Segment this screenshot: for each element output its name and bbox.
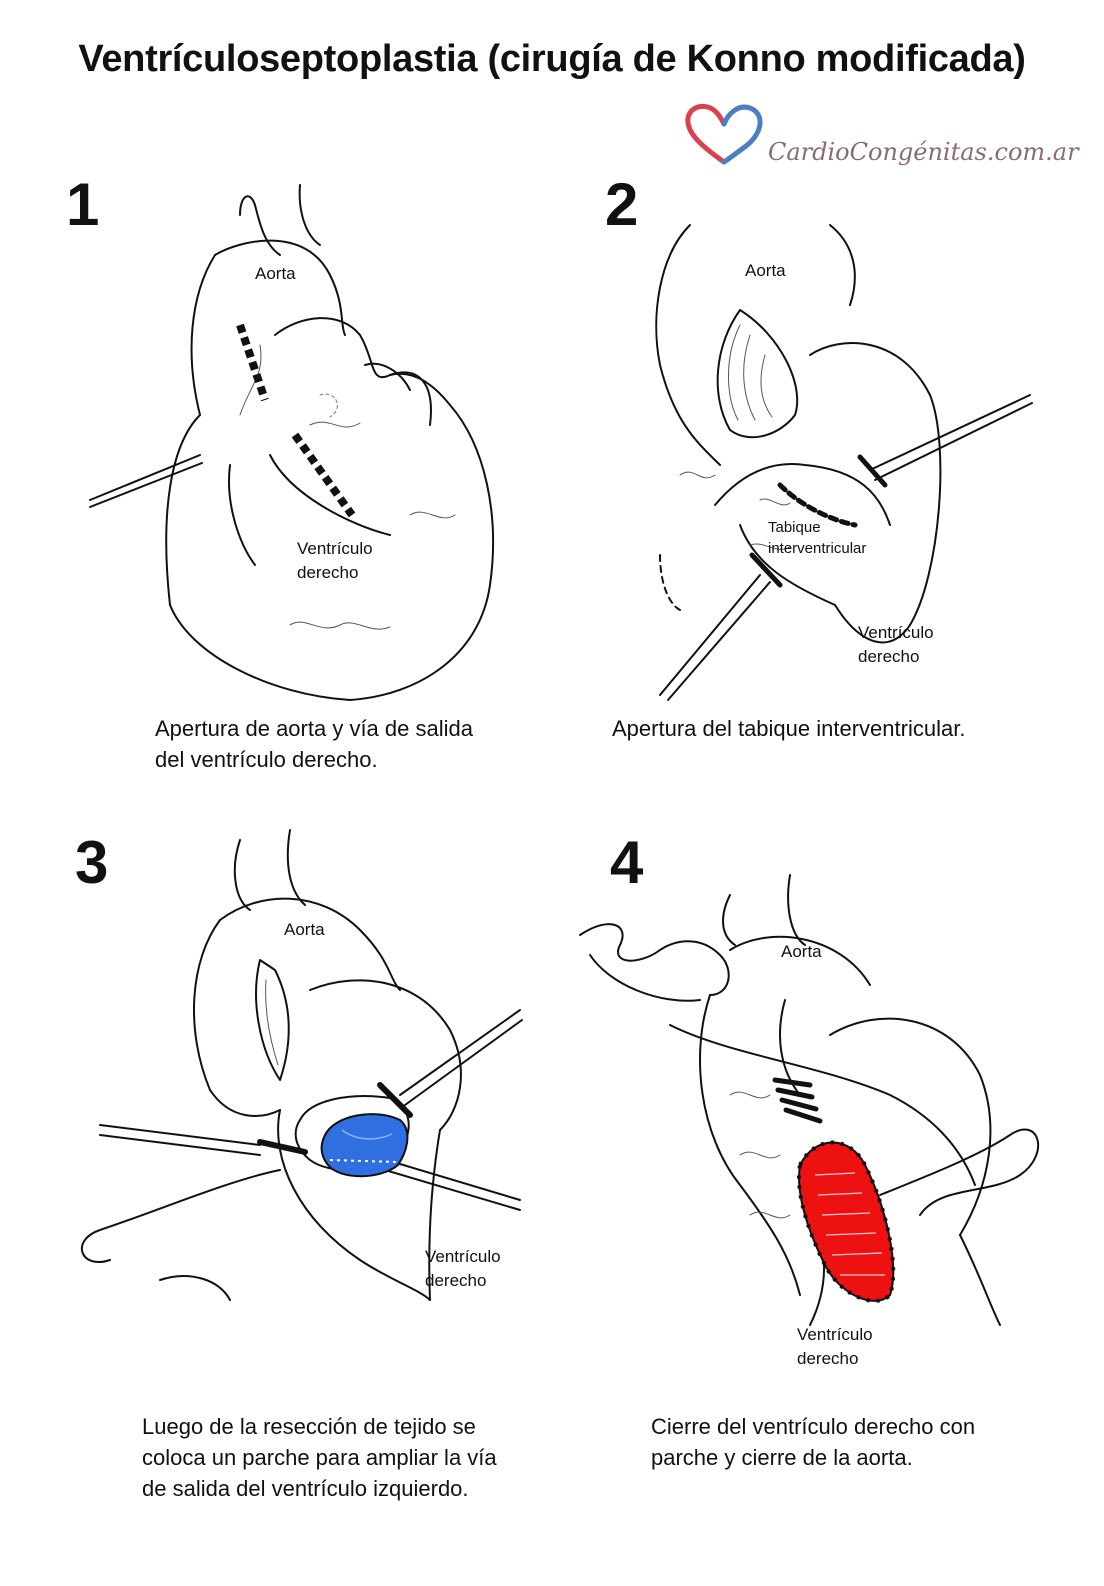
heart-illustration-2 [655,224,1033,701]
step-number-3: 3 [75,829,109,896]
caption-3a: Luego de la resección de tejido se [142,1414,476,1439]
label-ventricle-1a: Ventrículo [297,539,373,558]
heart-illustration-3 [80,829,523,1301]
red-patch [798,1141,895,1302]
step-number-2: 2 [605,171,639,238]
cardiocongenitas-logo: CardioCongénitas.com.ar [680,100,1079,180]
label-aorta-1: Aorta [255,264,296,283]
heart-logo-icon [685,103,763,165]
label-ventricle-3b: derecho [425,1271,487,1290]
caption-3c: de salida del ventrículo izquierdo. [142,1476,469,1501]
caption-2: Apertura del tabique interventricular. [612,716,966,741]
step-number-1: 1 [66,171,100,238]
label-aorta-4: Aorta [781,942,822,961]
heart-illustration-4 [579,874,1039,1326]
heart-illustration-1 [89,184,495,701]
caption-4b: parche y cierre de la aorta. [651,1445,913,1470]
step-number-4: 4 [610,829,644,896]
caption-3b: coloca un parche para ampliar la vía [142,1445,497,1470]
caption-4a: Cierre del ventrículo derecho con [651,1414,976,1439]
label-septum-2b: interventricular [768,540,867,557]
label-septum-2a: Tabique [768,519,821,536]
label-ventricle-2b: derecho [858,647,920,666]
label-ventricle-3a: Ventrículo [425,1247,501,1266]
label-ventricle-4a: Ventrículo [797,1325,873,1344]
caption-1a: Apertura de aorta y vía de salida [155,716,473,741]
label-ventricle-2a: Ventrículo [858,623,934,642]
label-ventricle-1b: derecho [297,563,359,582]
logo-text: CardioCongénitas.com.ar [768,138,1079,166]
caption-1b: del ventrículo derecho. [155,747,378,772]
label-ventricle-4b: derecho [797,1349,859,1368]
page-title: Ventrículoseptoplastia (cirugía de Konno… [78,38,1026,80]
label-aorta-2: Aorta [745,261,786,280]
blue-patch [320,1113,409,1178]
label-aorta-3: Aorta [284,920,325,939]
